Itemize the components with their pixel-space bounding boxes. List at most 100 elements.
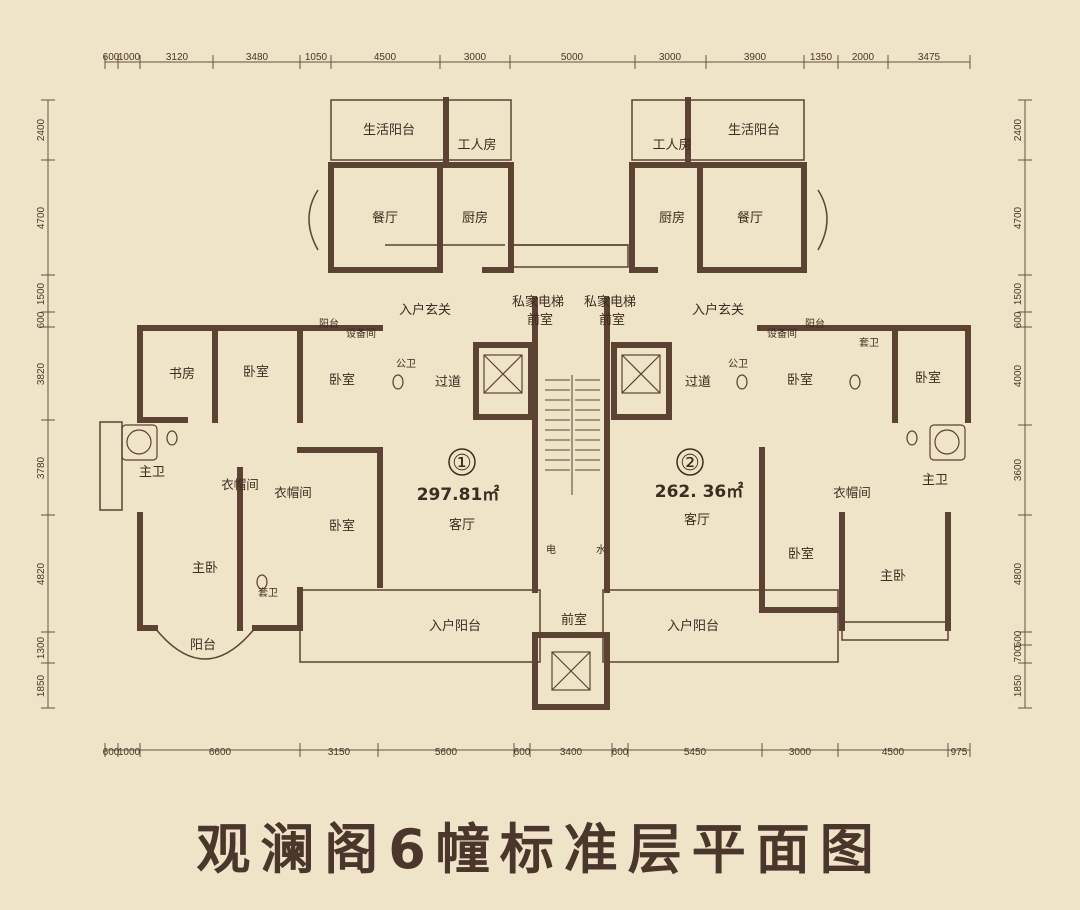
room-living-right: 客厅: [684, 512, 710, 528]
bathtub-icon: [929, 424, 966, 461]
room-foyer-right: 入户玄关: [692, 302, 744, 318]
room-anteroom: 前室: [561, 612, 587, 628]
staircase: [545, 375, 600, 495]
dim-top-4: 3480: [246, 52, 269, 63]
dim-bottom-5: 5600: [435, 747, 458, 758]
dim-bottom-8: 600: [612, 747, 629, 758]
toilet-icon: [906, 430, 918, 446]
unit-2-number: ②: [680, 451, 700, 476]
dim-left-5: 3820: [36, 362, 47, 385]
dim-right-10: 1850: [1013, 674, 1024, 697]
dim-top-6: 4500: [374, 52, 397, 63]
room-master-bedroom-right: 主卧: [880, 569, 906, 584]
room-corridor-right: 过道: [685, 375, 711, 390]
dim-bottom-12: 975: [951, 747, 968, 758]
room-lift-lobby-left: 私家电梯: [512, 294, 564, 310]
toilet-icon: [256, 574, 268, 590]
dim-left-4: 600: [36, 311, 47, 328]
room-master-bedroom-left: 主卧: [192, 561, 218, 576]
walls: [137, 97, 971, 710]
dim-top-10: 3900: [744, 52, 767, 63]
dim-top-13: 3475: [918, 52, 941, 63]
room-master-bath-left: 主卫: [139, 465, 165, 480]
dim-left-2: 4700: [36, 206, 47, 229]
room-closet-left-1: 衣帽间: [221, 477, 259, 492]
dim-top-1: 600: [103, 52, 120, 63]
room-study: 书房: [169, 366, 195, 382]
room-lift-lobby-right: 私家电梯: [584, 294, 636, 310]
room-entry-balcony-right: 入户阳台: [667, 618, 719, 634]
room-dining-right: 餐厅: [737, 210, 763, 226]
room-water: 水: [596, 544, 606, 556]
dim-bottom-3: 6600: [209, 747, 232, 758]
dim-right-2: 4700: [1013, 206, 1024, 229]
unit-2-circle: [676, 448, 704, 476]
toilet-icon: [849, 374, 861, 390]
room-small-balcony-left: 阳台: [319, 317, 339, 330]
room-equipment-left: 设备间: [346, 327, 376, 340]
dim-top-5: 1050: [305, 52, 328, 63]
bathtub-icon: [121, 424, 158, 461]
dim-top-12: 2000: [852, 52, 875, 63]
dim-top-2: 1000: [118, 52, 141, 63]
elevator-icons: [483, 354, 661, 691]
dim-top-7: 3000: [464, 52, 487, 63]
dim-top-11: 1350: [810, 52, 833, 63]
dim-left-9: 1850: [36, 674, 47, 697]
dim-right-7: 4800: [1013, 562, 1024, 585]
room-bedroom-5: 卧室: [329, 518, 355, 534]
floor-plan: 600 1000 3120 3480 1050 4500 3000 5000 3…: [36, 52, 1032, 758]
dimension-lines: [41, 55, 1032, 757]
dim-bottom-11: 4500: [882, 747, 905, 758]
dim-right-3: 1500: [1013, 282, 1024, 305]
room-living-left: 客厅: [449, 517, 475, 533]
room-public-bath-right: 公卫: [728, 359, 748, 370]
unit-2-area: 262. 36㎡: [655, 481, 744, 502]
room-public-bath-left: 公卫: [396, 359, 416, 370]
dim-left-6: 3780: [36, 456, 47, 479]
room-kitchen-right: 厨房: [659, 210, 685, 226]
dim-left-1: 2400: [36, 118, 47, 141]
plan-title: 观澜阁6幢标准层平面图: [196, 818, 884, 881]
dim-bottom-2: 1000: [118, 747, 141, 758]
dim-right-9: 700: [1013, 645, 1024, 662]
room-lift-lobby-left-2: 前室: [527, 312, 553, 328]
unit-1-circle: [448, 448, 476, 476]
dim-left-7: 4820: [36, 562, 47, 585]
dim-top-3: 3120: [166, 52, 189, 63]
room-dining-left: 餐厅: [372, 210, 398, 226]
dim-bottom-6: 600: [514, 747, 531, 758]
dim-right-4: 600: [1013, 311, 1024, 328]
toilet-icon: [392, 374, 404, 390]
dim-left-3: 1500: [36, 282, 47, 305]
dim-right-5: 4000: [1013, 364, 1024, 387]
room-kitchen-left: 厨房: [462, 210, 488, 226]
dim-right-6: 3600: [1013, 458, 1024, 481]
room-ensuite-right: 套卫: [859, 336, 879, 349]
room-maid-left: 工人房: [457, 137, 496, 153]
room-small-balcony-right: 阳台: [805, 317, 825, 330]
dim-bottom-9: 5450: [684, 747, 707, 758]
room-maid-right: 工人房: [652, 137, 691, 153]
dim-top-9: 3000: [659, 52, 682, 63]
room-bedroom-1: 卧室: [243, 364, 269, 380]
dim-right-1: 2400: [1013, 118, 1024, 141]
dim-right-8: 500: [1013, 630, 1024, 647]
room-bedroom-2: 卧室: [329, 372, 355, 388]
dim-top-8: 5000: [561, 52, 584, 63]
dim-bottom-1: 600: [103, 747, 120, 758]
room-closet-left-2: 衣帽间: [274, 485, 312, 500]
room-round-balcony: 阳台: [190, 638, 216, 653]
balcony-edges: [99, 99, 949, 663]
dim-bottom-4: 3150: [328, 747, 351, 758]
room-corridor-left: 过道: [435, 375, 461, 390]
room-foyer-left: 入户玄关: [399, 302, 451, 318]
fixtures: [121, 374, 966, 590]
dimension-labels: 600 1000 3120 3480 1050 4500 3000 5000 3…: [103, 52, 968, 758]
unit-1-number: ①: [452, 451, 472, 476]
room-service-balcony-left: 生活阳台: [363, 123, 415, 138]
toilet-icon: [736, 374, 748, 390]
toilet-icon: [166, 430, 178, 446]
room-bedroom-4: 卧室: [915, 370, 941, 386]
dimension-labels-vertical: 2400 4700 1500 600 3820 3780 4820 1300 1…: [36, 118, 1024, 697]
